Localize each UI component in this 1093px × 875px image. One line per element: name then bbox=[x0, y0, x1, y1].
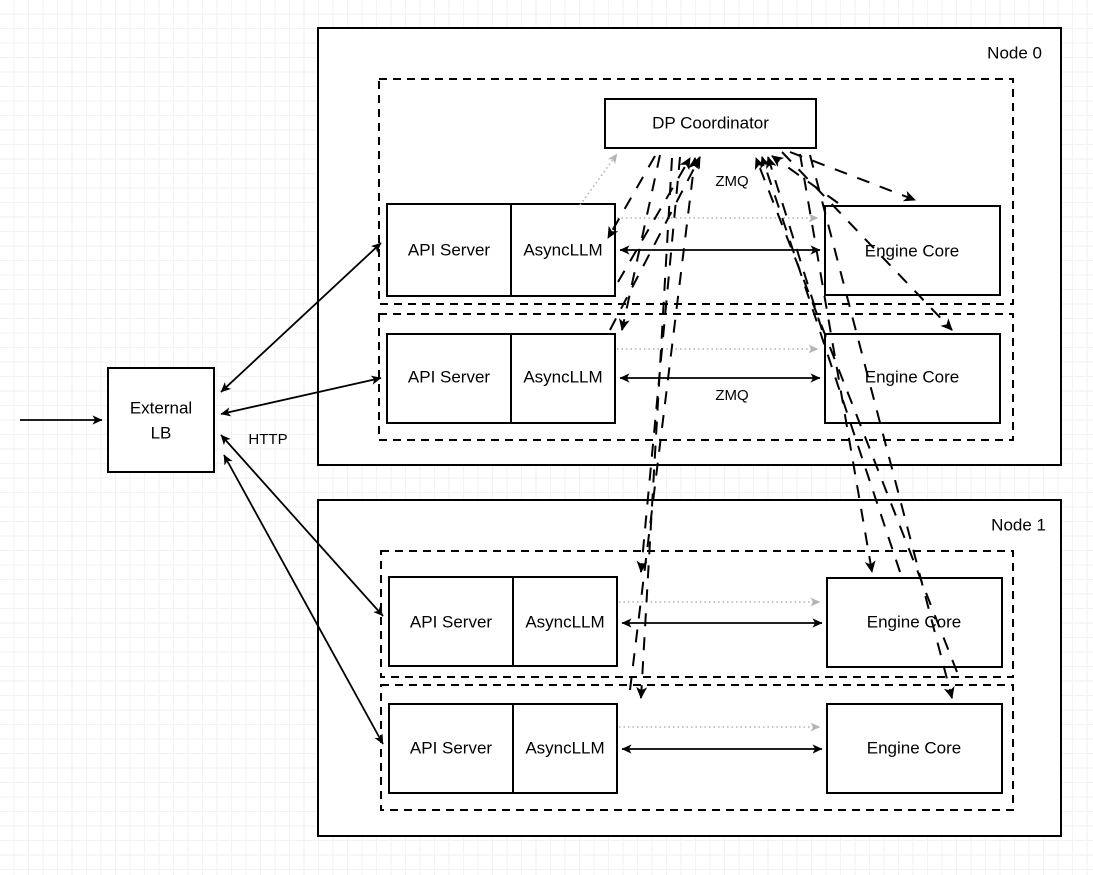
zmq-label-second: ZMQ bbox=[715, 387, 748, 404]
api-server-label-3: API Server bbox=[410, 738, 493, 757]
dp-rank-group-0 bbox=[378, 78, 1014, 305]
dp-rank-group-3 bbox=[380, 684, 1014, 811]
dp-rank-group-2 bbox=[380, 550, 1014, 678]
engine-core-label-2: Engine Core bbox=[867, 612, 962, 631]
dashed-engine2-to-coordinator bbox=[760, 156, 901, 573]
asyncllm-label-1: AsyncLLM bbox=[523, 367, 602, 386]
api-server-asyncllm-box-0[interactable] bbox=[386, 203, 616, 297]
engine-core-box-3[interactable] bbox=[826, 703, 1003, 794]
api-server-asyncllm-box-1[interactable] bbox=[386, 333, 616, 424]
dashed-coordinator-to-asyncllm1 bbox=[618, 154, 661, 331]
dashed-coordinator-to-asyncllm0 bbox=[607, 155, 656, 239]
engine-core-label-3: Engine Core bbox=[867, 738, 962, 757]
lb-to-api-server-3-edge bbox=[223, 454, 384, 745]
asyncllm-label-0: AsyncLLM bbox=[523, 240, 602, 259]
engine-core-label-1: Engine Core bbox=[865, 367, 960, 386]
dashed-coordinator-to-engine3 bbox=[809, 154, 955, 699]
dashed-engine3-to-coordinator bbox=[754, 157, 958, 673]
dp-coordinator-box[interactable] bbox=[604, 98, 817, 149]
node-0-label: Node 0 bbox=[987, 43, 1042, 62]
external-lb-label-line2: LB bbox=[151, 423, 172, 442]
lb-to-api-server-0-edge bbox=[220, 242, 382, 393]
http-edge-label: HTTP bbox=[248, 431, 287, 448]
api-server-label-1: API Server bbox=[408, 367, 491, 386]
asyncllm-label-2: AsyncLLM bbox=[525, 612, 604, 631]
dashed-coordinator-to-asyncllm2 bbox=[636, 156, 681, 573]
api-server-asyncllm-box-2[interactable] bbox=[388, 576, 618, 667]
api-server-label-0: API Server bbox=[408, 240, 491, 259]
lb-to-api-server-1-edge bbox=[220, 375, 382, 417]
engine-core-box-2[interactable] bbox=[826, 577, 1003, 668]
dp-coordinator-label: DP Coordinator bbox=[652, 113, 769, 132]
engine-core-box-1[interactable] bbox=[824, 333, 1001, 424]
zmq-label-top: ZMQ bbox=[715, 173, 748, 190]
dashed-asyncllm2-to-coordinator bbox=[629, 157, 700, 691]
dotted-edge-asyncllm-to-coordinator bbox=[579, 153, 618, 206]
dashed-coordinator-to-asyncllm3 bbox=[636, 157, 673, 699]
api-server-label-2: API Server bbox=[410, 612, 493, 631]
node-1-label: Node 1 bbox=[991, 515, 1046, 534]
external-lb-label-line1: External bbox=[130, 398, 192, 417]
dashed-coordinator-to-engine1 bbox=[781, 151, 953, 331]
engine-core-box-0[interactable] bbox=[824, 205, 1001, 296]
dashed-engine1-to-coordinator bbox=[766, 156, 823, 331]
external-lb-box[interactable] bbox=[107, 367, 215, 473]
asyncllm-label-3: AsyncLLM bbox=[525, 738, 604, 757]
engine-core-label-0: Engine Core bbox=[865, 241, 960, 260]
api-server-asyncllm-box-3[interactable] bbox=[388, 703, 618, 794]
dashed-asyncllm1-to-coordinator bbox=[609, 156, 701, 331]
